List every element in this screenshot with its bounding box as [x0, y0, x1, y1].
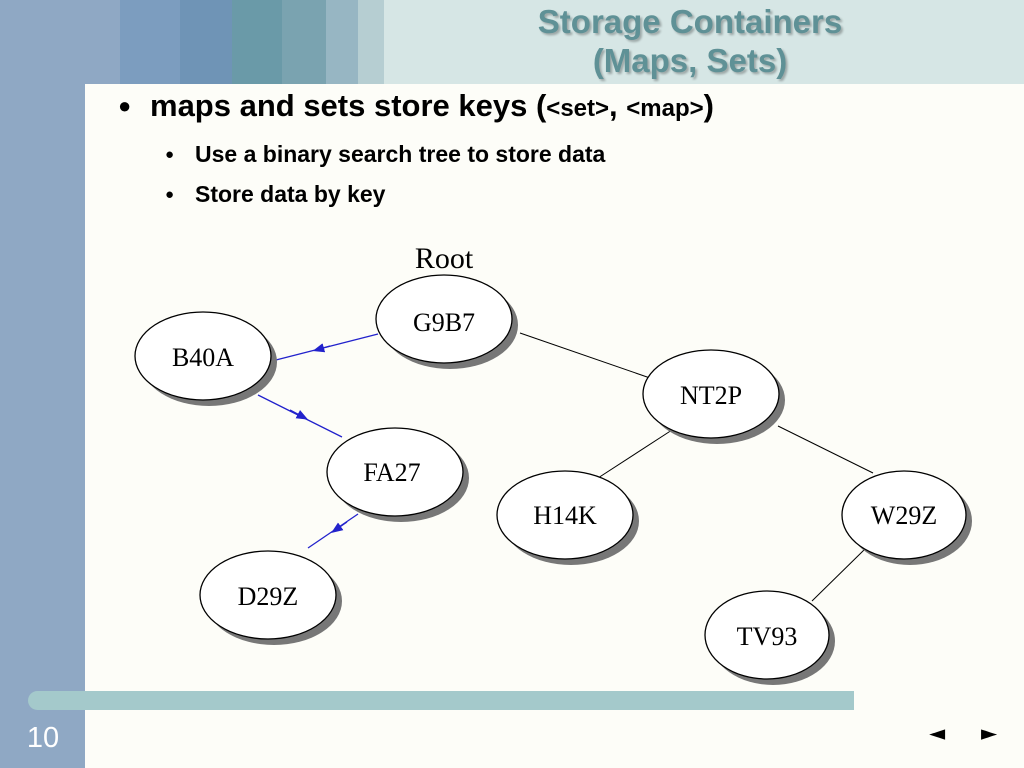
tree-nodes: G9B7 B40A NT2P FA27 H14K W29Z: [134, 274, 972, 685]
node-d29z: D29Z: [199, 550, 342, 645]
edge-nt2p-w29z: [777, 425, 874, 474]
content-area: [85, 84, 1024, 768]
node-label: H14K: [533, 501, 597, 530]
bullet-dot-icon: ●: [165, 186, 175, 203]
title-line-1: Storage Containers: [537, 3, 843, 40]
edge-b40a-fa27-arrow: [289, 409, 309, 420]
page-number: 10: [26, 722, 60, 754]
main-bullet: ● maps and sets store keys (<set>, <map>): [118, 88, 714, 124]
edge-g9b7-b40a-arrow: [312, 343, 331, 353]
edge-g9b7-nt2p: [519, 332, 651, 379]
sub-bullet-2: ● Store data by key: [165, 181, 385, 208]
node-h14k: H14K: [496, 470, 639, 565]
main-bullet-text: maps and sets store keys (: [150, 88, 547, 123]
sub-bullet-1-text: Use a binary search tree to store data: [195, 141, 606, 167]
node-label: TV93: [737, 622, 798, 651]
node-fa27: FA27: [326, 427, 469, 522]
edge-nt2p-h14k: [597, 429, 673, 479]
node-label: B40A: [172, 343, 234, 372]
sub-bullet-1: ● Use a binary search tree to store data: [165, 141, 605, 168]
sub-bullet-2-text: Store data by key: [195, 181, 386, 207]
main-bullet-separator: ,: [609, 88, 627, 123]
next-slide-button[interactable]: ►: [981, 721, 998, 745]
bullet-dot-icon: ●: [118, 93, 132, 118]
main-bullet-close: ): [703, 88, 714, 123]
header-stripes: [0, 0, 1024, 84]
footer-bar: [28, 691, 854, 710]
map-code: <map>: [626, 95, 704, 122]
root-label: Root: [415, 242, 474, 275]
slide-title: Storage Containers (Maps, Sets): [430, 2, 950, 80]
node-b40a: B40A: [134, 311, 277, 406]
edge-fa27-d29z-arrow: [331, 521, 348, 533]
left-sidebar-bar: [0, 0, 85, 768]
edge-w29z-tv93: [811, 549, 865, 602]
node-label: W29Z: [871, 501, 937, 530]
node-g9b7: G9B7: [375, 274, 518, 369]
node-label: FA27: [363, 458, 420, 487]
node-nt2p: NT2P: [642, 349, 785, 444]
tree-edges: [257, 332, 874, 602]
node-label: G9B7: [413, 308, 475, 337]
node-w29z: W29Z: [841, 470, 972, 565]
previous-slide-button[interactable]: ◄: [929, 721, 946, 745]
set-code: <set>: [546, 95, 610, 122]
edge-fa27-d29z: [307, 513, 359, 549]
title-line-2: (Maps, Sets): [592, 42, 788, 79]
node-label: NT2P: [680, 381, 742, 410]
bullet-dot-icon: ●: [165, 146, 175, 163]
node-tv93: TV93: [704, 590, 835, 685]
node-label: D29Z: [238, 582, 299, 611]
